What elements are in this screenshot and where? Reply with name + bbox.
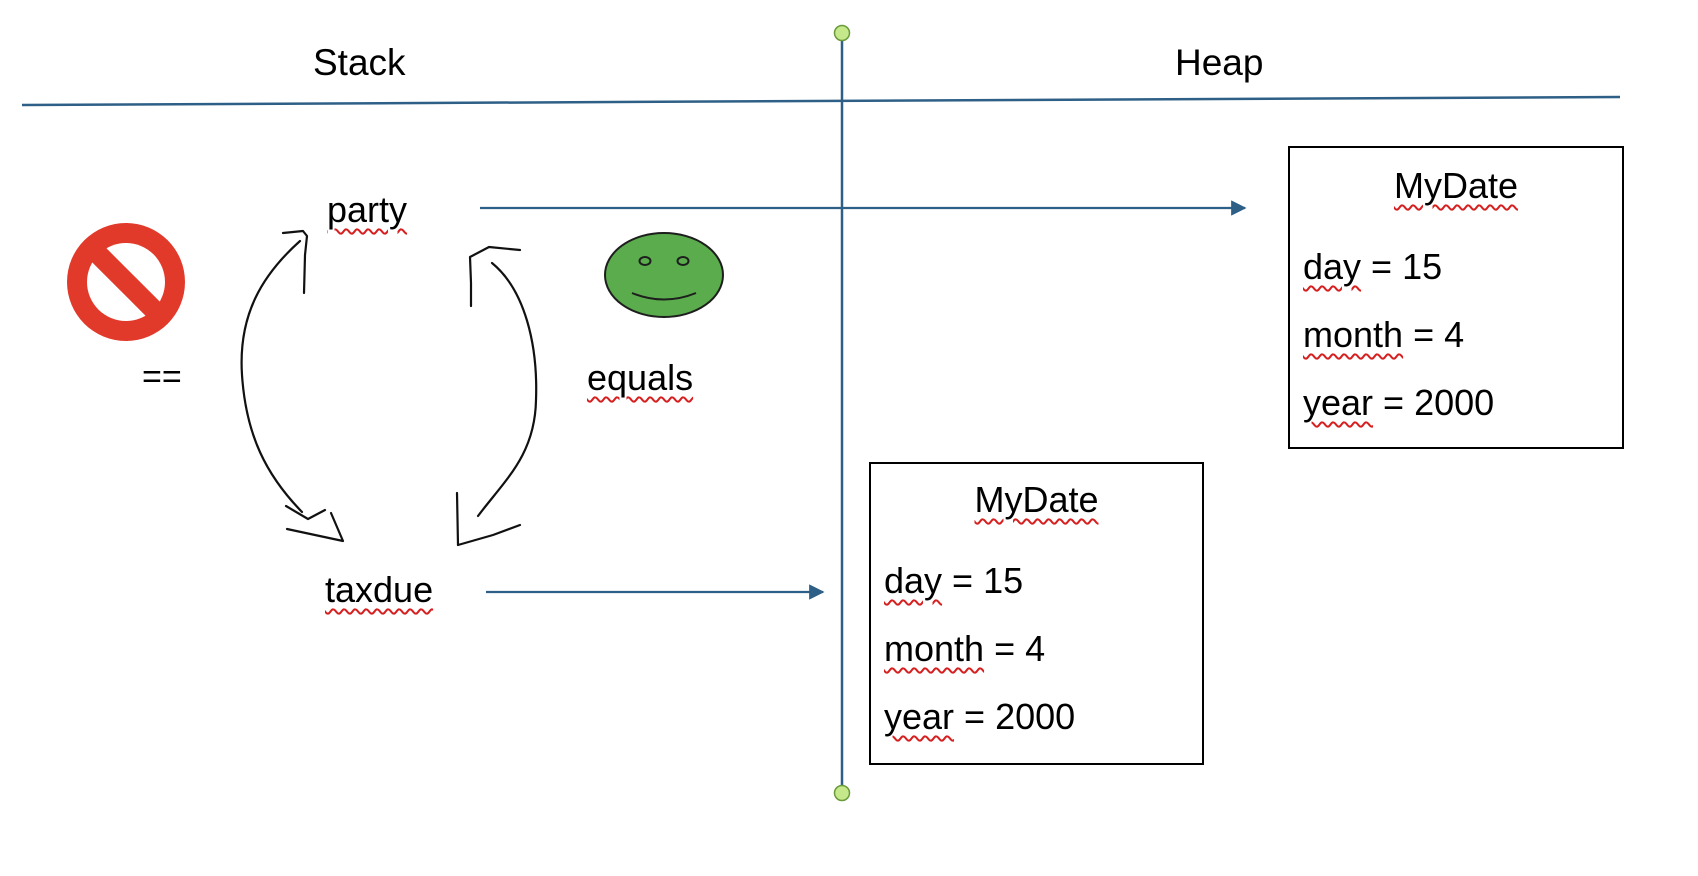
equals-method-label: equals	[587, 357, 694, 398]
field-value: 15	[983, 560, 1024, 601]
smiley-face-icon	[604, 232, 724, 318]
field-value: 15	[1402, 246, 1443, 287]
field-day: day = 15	[884, 560, 1023, 602]
field-name: day	[1303, 246, 1362, 287]
field-equals: =	[1361, 246, 1403, 287]
field-value: 4	[1025, 628, 1046, 669]
field-name: year	[1303, 382, 1374, 423]
identity-operator-label: ==	[142, 358, 182, 396]
field-name: year	[884, 696, 955, 737]
field-month: month = 4	[1303, 314, 1464, 356]
hand-drawn-arrow-left	[240, 229, 345, 543]
field-equals: =	[984, 628, 1026, 669]
field-year: year = 2000	[884, 696, 1075, 738]
field-value: 2000	[995, 696, 1076, 737]
field-month: month = 4	[884, 628, 1045, 670]
field-equals: =	[1373, 382, 1415, 423]
taxdue-variable: taxdue	[325, 569, 434, 610]
field-equals: =	[942, 560, 984, 601]
party-variable: party	[327, 189, 408, 230]
field-name: month	[1303, 314, 1404, 355]
object-title: MyDate	[1393, 165, 1519, 206]
field-equals: =	[1403, 314, 1445, 355]
field-year: year = 2000	[1303, 382, 1494, 424]
field-value: 4	[1444, 314, 1465, 355]
divider-bottom-handle[interactable]	[833, 784, 851, 802]
hand-drawn-arrow-right	[455, 245, 538, 547]
stack-heading: Stack	[313, 42, 406, 83]
field-value: 2000	[1414, 382, 1495, 423]
field-name: month	[884, 628, 985, 669]
object-title: MyDate	[974, 479, 1099, 520]
heap-heading: Heap	[1175, 42, 1264, 83]
horizontal-divider	[21, 95, 1621, 107]
field-equals: =	[954, 696, 996, 737]
no-symbol-icon	[67, 223, 185, 341]
divider-top-handle[interactable]	[833, 24, 851, 42]
heap-object-mydate-top: MyDate day = 15 month = 4 year = 2000	[1288, 146, 1624, 449]
heap-object-mydate-bottom: MyDate day = 15 month = 4 year = 2000	[869, 462, 1204, 765]
field-name: day	[884, 560, 943, 601]
field-day: day = 15	[1303, 246, 1442, 288]
